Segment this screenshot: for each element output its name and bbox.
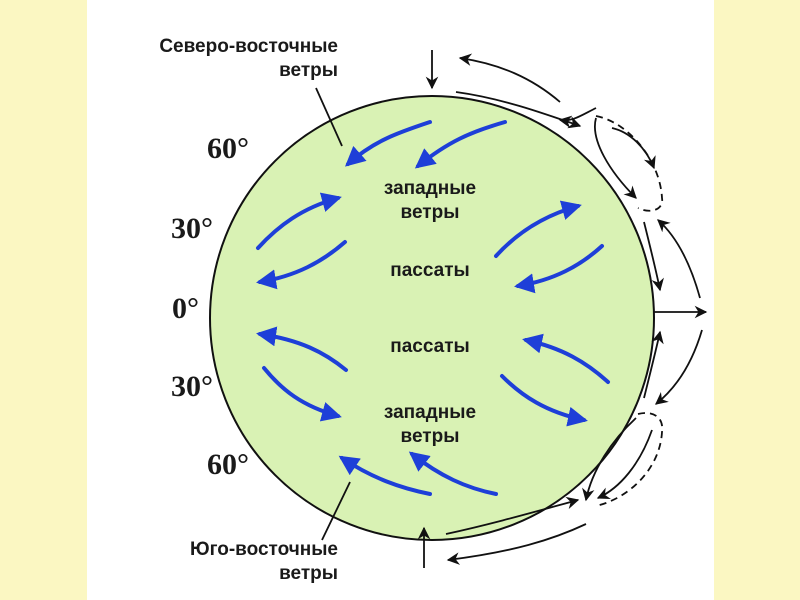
wind-arrow-west-s-1 — [262, 366, 342, 422]
flow-ferrel-n-dashed — [595, 115, 663, 212]
wind-arrow-west-n-1 — [256, 192, 342, 250]
latitude-label-s60: 60° — [207, 448, 249, 481]
latitude-label-equator: 0° — [172, 292, 199, 325]
flow-hadley-n-outer — [657, 219, 701, 299]
zone-label-trade-winds-north: пассаты — [390, 260, 470, 281]
callout-line-south-east — [321, 481, 351, 541]
wind-arrow-west-n-2 — [494, 200, 582, 258]
zone-label-westerlies-north-1: западные — [384, 178, 476, 199]
flow-hadley-s-inner — [643, 330, 664, 399]
flow-ferrel-s-dashed — [595, 412, 664, 507]
callout-south-east-line2: ветры — [279, 563, 338, 584]
flow-ferrel-n-down — [611, 127, 656, 170]
callout-north-east-line1: Северо-восточные — [159, 36, 338, 57]
flow-polar-n-upper — [458, 53, 561, 103]
flow-ferrel-s-up — [582, 417, 637, 502]
wind-arrow-trade-s-2 — [522, 333, 610, 384]
flow-polar-n-inner — [558, 107, 597, 129]
wind-arrow-se-2 — [408, 451, 498, 496]
flow-ferrel-s-left — [596, 429, 653, 500]
flow-hadley-s-outer — [655, 329, 703, 405]
callout-line-north-east — [315, 87, 343, 147]
wind-arrow-west-s-2 — [500, 374, 588, 427]
latitude-label-n60: 60° — [207, 132, 249, 165]
wind-arrow-se-1 — [338, 455, 432, 496]
callout-south-east-line1: Юго-восточные — [190, 539, 338, 560]
zone-label-trade-winds-south: пассаты — [390, 336, 470, 357]
globe — [209, 95, 655, 541]
zone-label-westerlies-south-2: ветры — [401, 426, 460, 447]
wind-arrow-ne-2 — [414, 120, 507, 169]
wind-arrow-trade-s-1 — [256, 326, 348, 372]
flow-ferrel-n-left — [594, 117, 637, 199]
latitude-label-s30: 30° — [171, 370, 213, 403]
wind-arrow-trade-n-1 — [256, 240, 347, 290]
latitude-label-n30: 30° — [171, 212, 213, 245]
flow-polar-s-upper — [445, 496, 580, 535]
callout-north-east-line2: ветры — [279, 60, 338, 81]
wind-arrow-ne-1 — [345, 120, 432, 167]
flow-hadley-n-inner — [643, 221, 664, 292]
wind-arrow-trade-n-2 — [514, 244, 604, 294]
zone-label-westerlies-north-2: ветры — [401, 202, 460, 223]
zone-label-westerlies-south-1: западные — [384, 402, 476, 423]
flow-polar-s-lower — [446, 523, 587, 565]
